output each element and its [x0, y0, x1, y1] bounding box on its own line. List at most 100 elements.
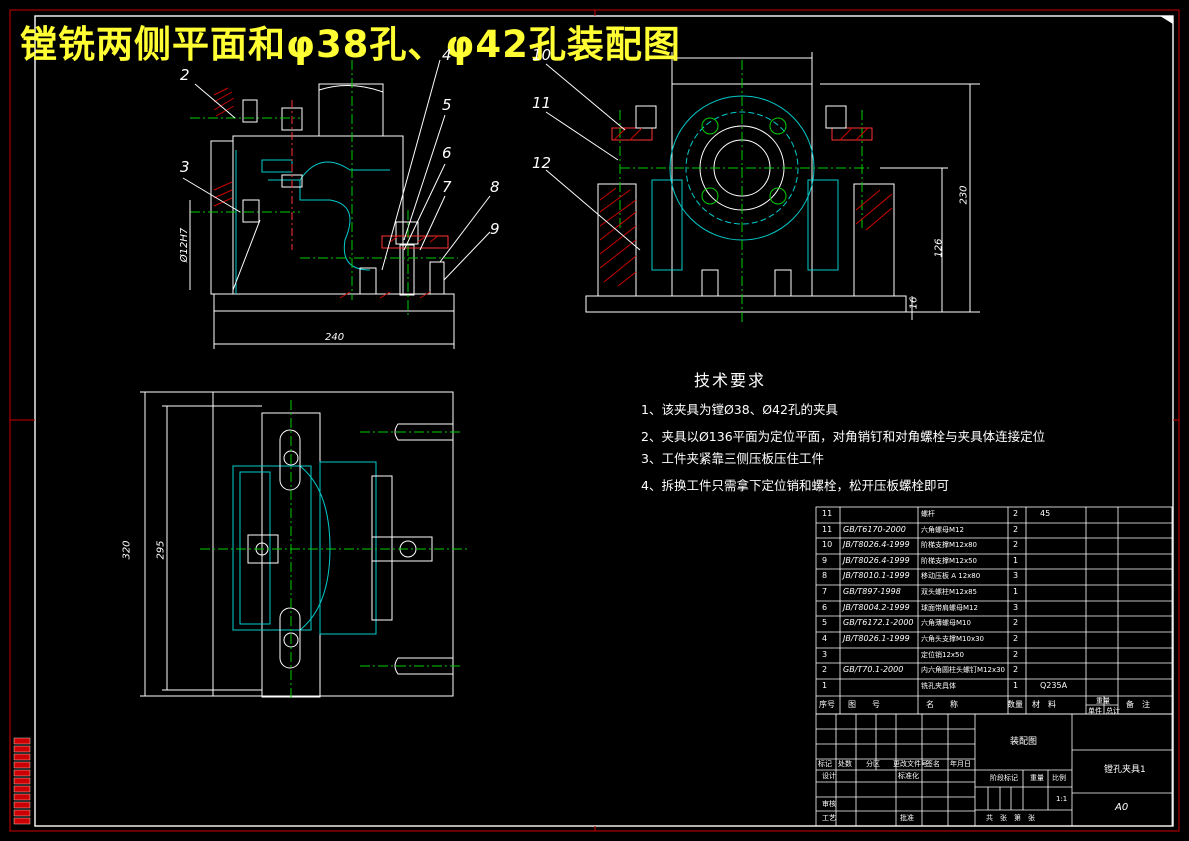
dim-front-width: 240	[325, 332, 345, 343]
bom-table	[815, 506, 1173, 715]
bom-row-qty: 1	[1013, 681, 1019, 690]
bom-row-name: 移动压板 A 12x80	[921, 572, 981, 580]
bom-header-code: 图 号	[848, 700, 880, 709]
bom-row-std: GB/T70.1-2000	[843, 665, 904, 674]
bom-row-qty: 1	[1013, 587, 1019, 596]
tb-mark-0: 标记	[818, 760, 832, 768]
bom-header-mat: 材 料	[1032, 700, 1056, 709]
bom-header-total: 总计	[1106, 707, 1120, 715]
tech-requirement-4: 4、拆换工件只需拿下定位销和螺栓，松开压板螺栓即可	[641, 478, 949, 493]
bom-row-std: GB/T6172.1-2000	[843, 618, 914, 627]
tech-requirement-1: 1、该夹具为镗Ø38、Ø42孔的夹具	[641, 402, 838, 417]
tech-requirements-heading: 技术要求	[694, 371, 767, 390]
tb-drawing-name: 装配图	[1010, 737, 1038, 747]
bom-row-qty: 2	[1013, 618, 1019, 627]
bom-row-qty: 2	[1013, 665, 1019, 674]
bom-row-no: 1	[822, 681, 828, 690]
tb-sheet-count: 共 张 第 张	[986, 814, 1035, 822]
tb-role-design: 设计	[822, 772, 836, 780]
tb-mark-2: 分区	[866, 760, 880, 768]
part-label-9: 9	[490, 220, 500, 238]
bom-row-std: JB/T8026.4-1999	[843, 540, 910, 549]
bom-row-no: 9	[822, 556, 828, 565]
dim-side-base: 16	[908, 296, 920, 310]
part-label-11: 11	[532, 94, 552, 112]
bom-row-name: 六角螺母M12	[921, 526, 964, 534]
bom-header-name: 名 称	[926, 700, 958, 709]
bom-row-no: 11	[822, 525, 833, 534]
bom-row-mat: 45	[1040, 509, 1051, 518]
bom-row-name: 六角头支撑M10x30	[921, 635, 984, 643]
bom-row-no: 5	[822, 618, 828, 627]
bom-header-qty: 数量	[1007, 700, 1023, 709]
part-label-6: 6	[442, 144, 452, 162]
tb-mark-4: 签名	[926, 760, 940, 768]
bom-header-note: 备 注	[1126, 700, 1150, 709]
bom-row-qty: 1	[1013, 556, 1019, 565]
bom-header-single: 单件	[1088, 707, 1102, 715]
dim-side-center: 126	[933, 238, 945, 258]
bom-row-name: 定位销12x50	[921, 651, 964, 659]
bom-row-qty: 2	[1013, 634, 1019, 643]
part-label-7: 7	[442, 178, 452, 196]
bom-row-qty: 2	[1013, 509, 1019, 518]
tb-role-process: 工艺	[822, 814, 836, 822]
bom-header-weight: 重量	[1096, 697, 1110, 705]
bom-row-qty: 2	[1013, 540, 1019, 549]
bom-row-std: JB/T8010.1-1999	[843, 571, 910, 580]
part-label-2: 2	[180, 66, 190, 84]
part-label-10: 10	[532, 46, 552, 64]
bom-row-std: GB/T6170-2000	[843, 525, 906, 534]
top-view	[140, 391, 470, 700]
bom-row-no: 10	[822, 540, 833, 549]
tb-mark-5: 年月日	[950, 760, 971, 768]
bom-row-qty: 3	[1013, 603, 1019, 612]
bom-row-name: 螺杆	[921, 510, 935, 518]
tb-weight: 重量	[1030, 774, 1044, 782]
part-label-3: 3	[180, 158, 190, 176]
tech-requirement-3: 3、工件夹紧靠三侧压板压住工件	[641, 451, 824, 466]
bom-row-qty: 2	[1013, 525, 1019, 534]
bom-row-std: JB/T8004.2-1999	[843, 603, 910, 612]
title-block	[815, 713, 1173, 827]
dim-bore-dia: Ø12H7	[179, 227, 191, 263]
tb-stage: 阶段标记	[990, 774, 1018, 782]
tb-mark-3: 更改文件号	[893, 760, 928, 768]
front-view	[182, 59, 491, 349]
bom-row-std: GB/T897-1998	[843, 587, 901, 596]
bom-row-qty: 3	[1013, 571, 1019, 580]
bom-row-qty: 2	[1013, 650, 1019, 659]
bom-row-name: 内六角圆柱头螺钉M12x30	[921, 666, 1005, 674]
bom-row-name: 铣孔夹具体	[921, 682, 956, 690]
drawing-title: 镗铣两侧平面和φ38孔、φ42孔装配图	[20, 23, 681, 66]
bom-row-no: 2	[822, 665, 828, 674]
part-label-8: 8	[490, 178, 500, 196]
bom-row-std: JB/T8026.4-1999	[843, 556, 910, 565]
tb-scale-value: 1:1	[1056, 795, 1068, 803]
drawing-frame	[9, 9, 1180, 832]
bom-row-no: 4	[822, 634, 828, 643]
bom-row-no: 8	[822, 571, 828, 580]
bom-row-no: 3	[822, 650, 828, 659]
part-label-5: 5	[442, 96, 452, 114]
part-label-4: 4	[442, 46, 452, 64]
bom-row-std: JB/T8026.1-1999	[843, 634, 910, 643]
bom-row-name: 阶梯支撑M12x80	[921, 541, 977, 549]
tech-requirement-2: 2、夹具以Ø136平面为定位平面，对角销钉和对角螺栓与夹具体连接定位	[641, 429, 1046, 444]
tb-role-review: 审核	[822, 800, 836, 808]
dim-top-inner: 295	[155, 540, 167, 560]
bom-row-no: 7	[822, 587, 828, 596]
bom-row-name: 双头螺柱M12x85	[921, 588, 977, 596]
bom-row-name: 阶梯支撑M12x50	[921, 557, 977, 565]
tb-part-name: 镗孔夹具1	[1104, 765, 1146, 775]
tb-mark-1: 处数	[838, 760, 852, 768]
side-view	[545, 52, 980, 325]
bom-row-name: 球面带肩螺母M12	[921, 604, 978, 612]
tb-sheet-size: A0	[1115, 802, 1129, 813]
tb-scale-label: 比例	[1052, 774, 1066, 782]
part-label-12: 12	[532, 154, 552, 172]
tb-role-standard: 标准化	[898, 772, 919, 780]
tb-role-approve: 批准	[900, 814, 914, 822]
bom-row-no: 6	[822, 603, 828, 612]
